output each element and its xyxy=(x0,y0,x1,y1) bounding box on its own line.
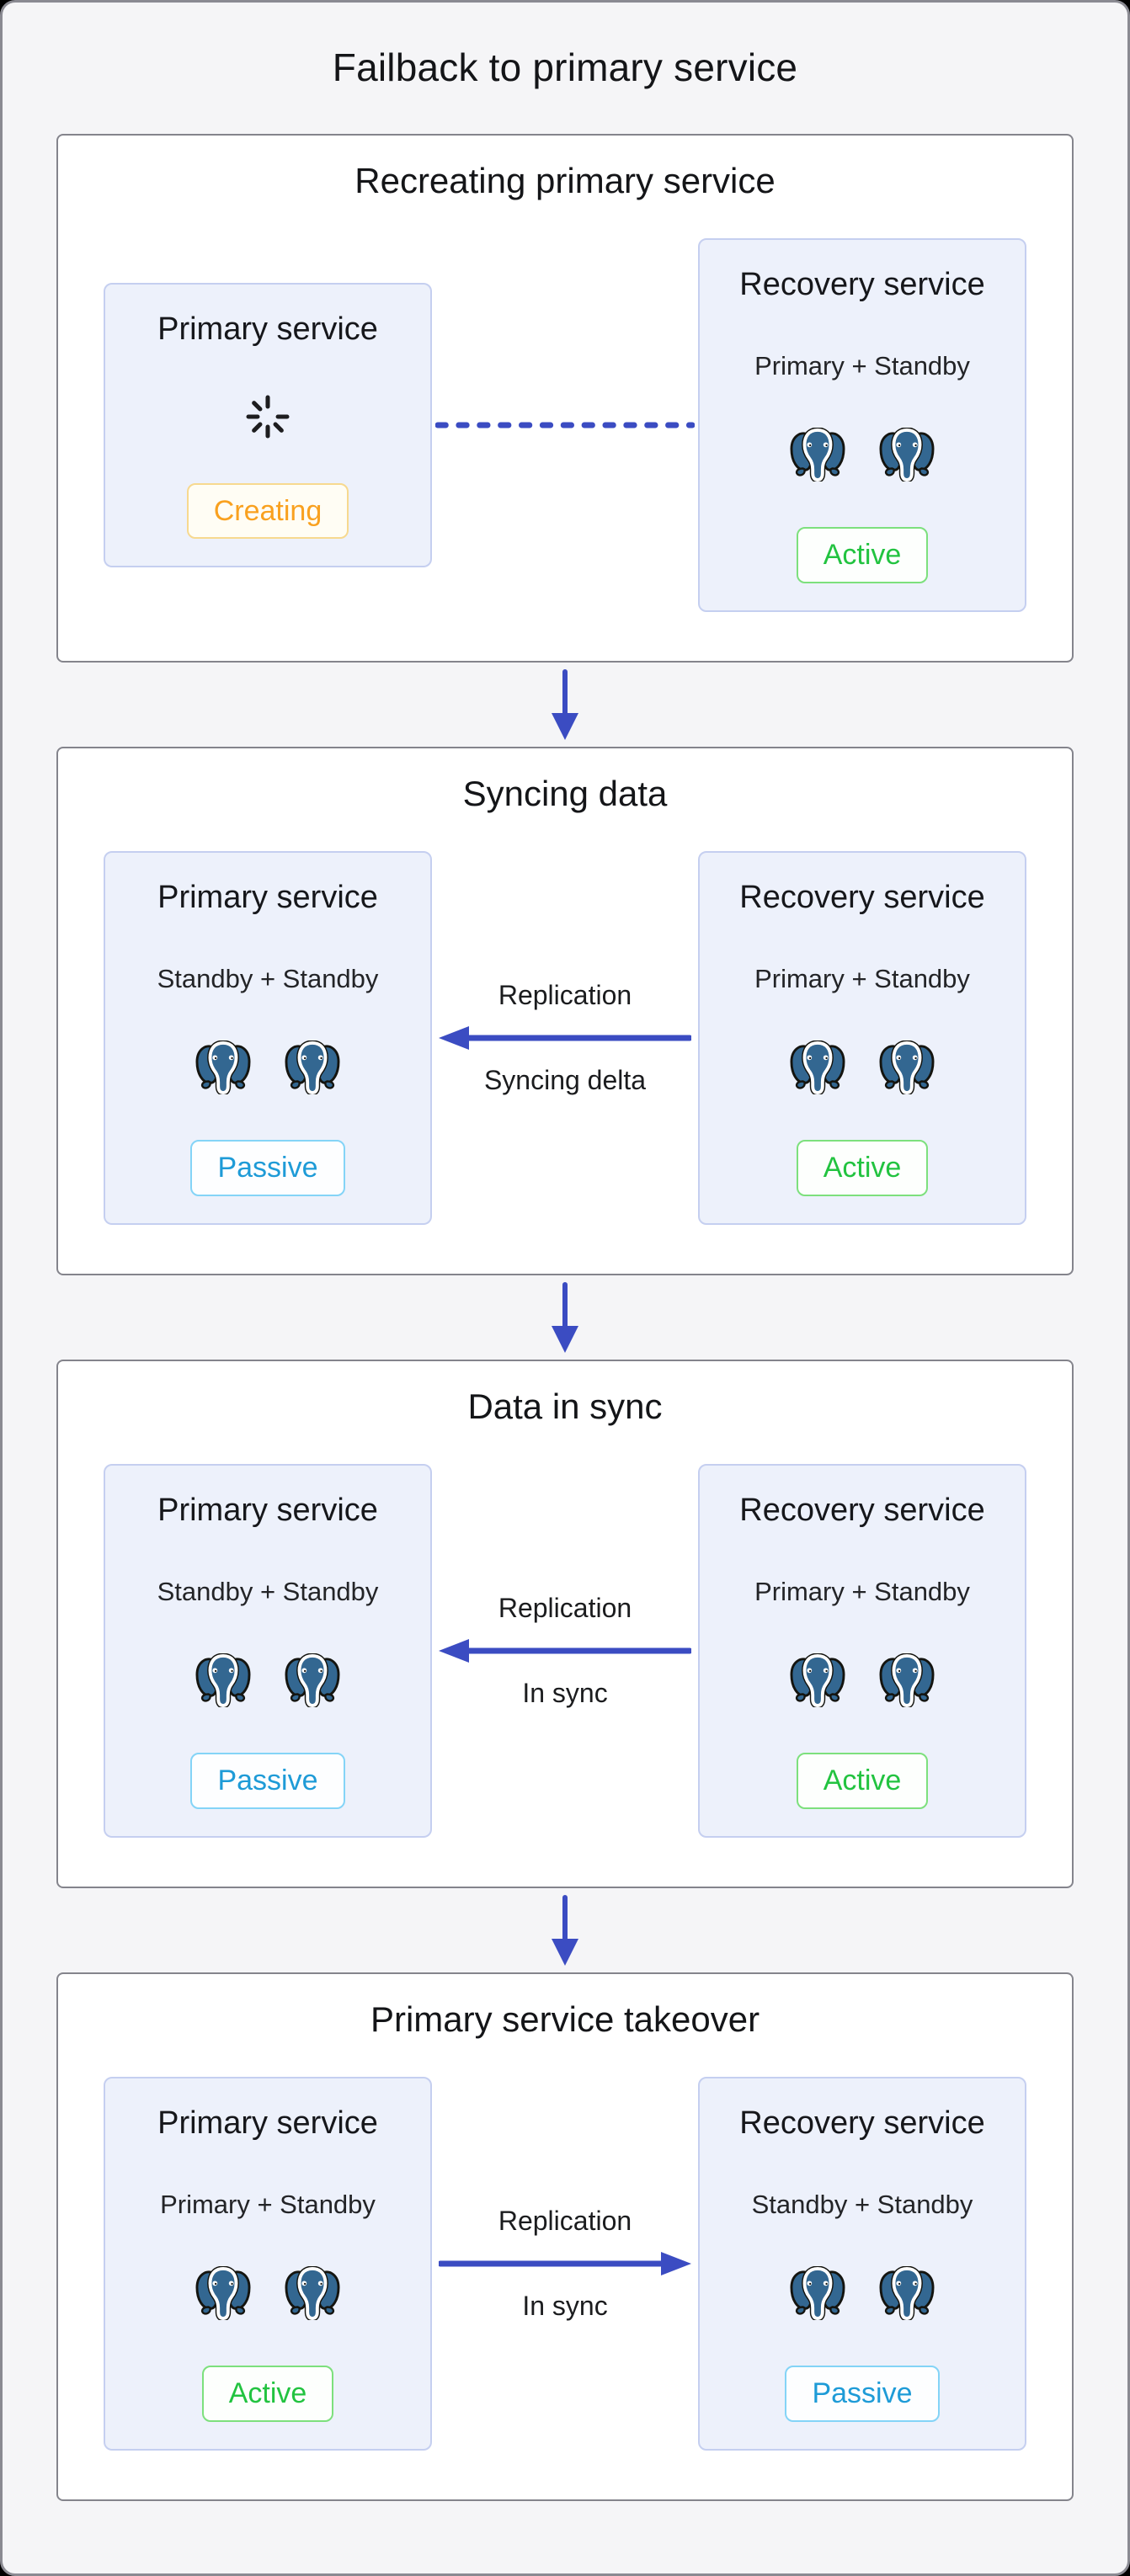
primary-service-box: Primary service Standby + Standby Passiv… xyxy=(104,851,432,1225)
service-box-subtitle: Standby + Standby xyxy=(157,964,379,994)
status-badge: Passive xyxy=(190,1140,345,1196)
service-box-title: Recovery service xyxy=(739,2105,985,2141)
stage-title: Primary service takeover xyxy=(370,1999,760,2039)
service-box-title: Recovery service xyxy=(739,1493,985,1528)
status-badge: Creating xyxy=(186,482,349,539)
service-box-title: Primary service xyxy=(157,1493,378,1528)
node-icons xyxy=(788,1041,936,1094)
postgresql-icon xyxy=(788,2266,847,2320)
node-icons xyxy=(194,2266,342,2320)
arrow-down-icon xyxy=(550,1895,580,1966)
status-badge: Active xyxy=(201,2366,334,2422)
service-box-subtitle: Primary + Standby xyxy=(754,351,970,381)
stage-title: Recreating primary service xyxy=(354,161,776,200)
postgresql-icon xyxy=(194,1041,253,1094)
postgresql-icon xyxy=(877,2266,936,2320)
service-box-title: Primary service xyxy=(157,880,378,915)
stages-container: Recreating primary service Primary servi… xyxy=(56,134,1074,2501)
service-box-subtitle: Primary + Standby xyxy=(754,964,970,994)
node-icons xyxy=(788,1653,936,1707)
stage-recreating-primary-service: Recreating primary service Primary servi… xyxy=(56,134,1074,663)
stage-data-in-sync: Data in sync Primary service Standby + S… xyxy=(56,1360,1074,1888)
stage-connector xyxy=(56,663,1074,747)
connector-label-bottom: Syncing delta xyxy=(483,1065,647,1095)
stage-connector xyxy=(56,1275,1074,1360)
postgresql-icon xyxy=(194,1653,253,1707)
service-box-subtitle: Standby + Standby xyxy=(751,2190,973,2220)
stage-title: Data in sync xyxy=(467,1386,663,1426)
status-badge: Passive xyxy=(785,2366,940,2422)
arrow-left-icon xyxy=(439,1639,691,1663)
arrow-down-icon xyxy=(550,669,580,740)
status-badge: Active xyxy=(796,1753,929,1809)
stage-connector xyxy=(56,1888,1074,1972)
dashed-connector xyxy=(432,420,698,430)
connector-label-top: Replication xyxy=(498,2206,632,2236)
stage-body: Primary service Primary + Standby Active… xyxy=(58,2040,1072,2499)
recovery-service-box: Recovery service Primary + Standby Activ… xyxy=(698,238,1026,612)
node-icons xyxy=(788,2266,936,2320)
arrow-right-icon xyxy=(439,2252,691,2275)
stage-syncing-data: Syncing data Primary service Standby + S… xyxy=(56,747,1074,1275)
replication-connector: Replication Syncing delta xyxy=(432,980,698,1096)
postgresql-icon xyxy=(283,2266,342,2320)
stage-title: Syncing data xyxy=(462,774,668,813)
postgresql-icon xyxy=(283,1653,342,1707)
connector-label-bottom: In sync xyxy=(522,1678,608,1708)
primary-service-box: Primary service Creating xyxy=(104,283,432,567)
page-title: Failback to primary service xyxy=(332,45,798,89)
recovery-service-box: Recovery service Primary + Standby Activ… xyxy=(698,1464,1026,1838)
postgresql-icon xyxy=(877,1653,936,1707)
postgresql-icon xyxy=(788,1653,847,1707)
status-badge: Passive xyxy=(190,1753,345,1809)
stage-body: Primary service Standby + Standby Passiv… xyxy=(58,814,1072,1274)
service-box-subtitle: Primary + Standby xyxy=(160,2190,376,2220)
service-box-subtitle: Standby + Standby xyxy=(157,1577,379,1607)
service-box-title: Recovery service xyxy=(739,267,985,302)
loading-spinner-icon xyxy=(243,392,292,441)
stage-body: Primary service Creating Recovery servic… xyxy=(58,201,1072,661)
postgresql-icon xyxy=(877,428,936,482)
service-box-title: Primary service xyxy=(157,311,378,347)
postgresql-icon xyxy=(194,2266,253,2320)
postgresql-icon xyxy=(788,1041,847,1094)
stage-primary-service-takeover: Primary service takeover Primary service… xyxy=(56,1972,1074,2501)
replication-connector: Replication In sync xyxy=(432,1593,698,1709)
recovery-service-box: Recovery service Standby + Standby Passi… xyxy=(698,2077,1026,2451)
primary-service-box: Primary service Primary + Standby Active xyxy=(104,2077,432,2451)
replication-connector: Replication In sync xyxy=(432,2206,698,2322)
arrow-left-icon xyxy=(439,1026,691,1050)
connector-label-top: Replication xyxy=(498,1593,632,1623)
connector-label-bottom: In sync xyxy=(522,2291,608,2321)
postgresql-icon xyxy=(283,1041,342,1094)
node-icons xyxy=(788,428,936,482)
stage-body: Primary service Standby + Standby Passiv… xyxy=(58,1427,1072,1887)
service-box-title: Recovery service xyxy=(739,880,985,915)
postgresql-icon xyxy=(788,428,847,482)
status-badge: Active xyxy=(796,1140,929,1196)
service-box-subtitle: Primary + Standby xyxy=(754,1577,970,1607)
postgresql-icon xyxy=(877,1041,936,1094)
node-icons xyxy=(194,1653,342,1707)
primary-service-box: Primary service Standby + Standby Passiv… xyxy=(104,1464,432,1838)
dashed-line-icon xyxy=(435,422,695,428)
status-badge: Active xyxy=(796,527,929,583)
service-box-title: Primary service xyxy=(157,2105,378,2141)
connector-label-top: Replication xyxy=(498,980,632,1010)
recovery-service-box: Recovery service Primary + Standby Activ… xyxy=(698,851,1026,1225)
node-icons xyxy=(194,1041,342,1094)
arrow-down-icon xyxy=(550,1282,580,1353)
